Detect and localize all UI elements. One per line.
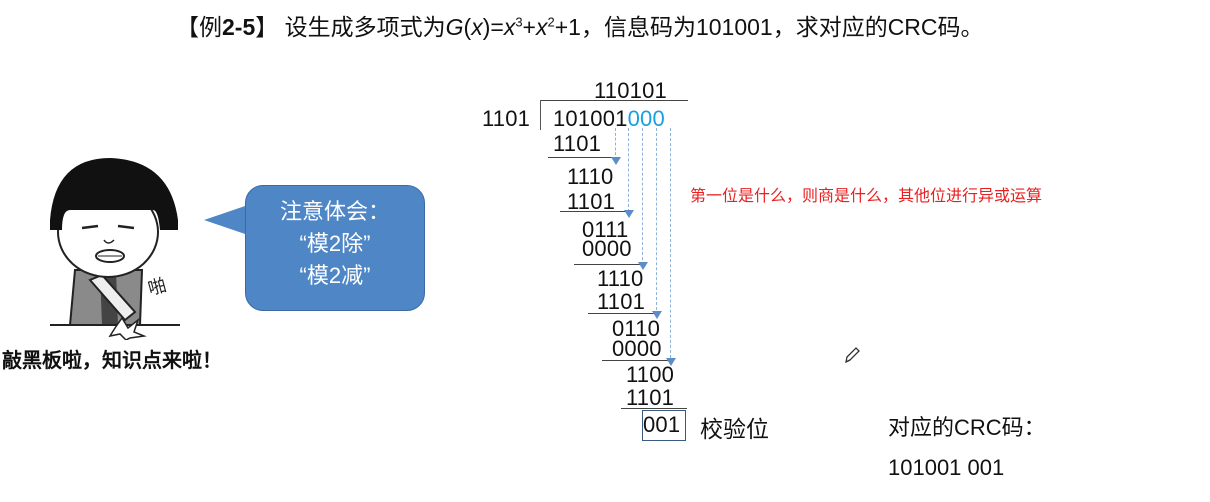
example-prefix: 例 (199, 14, 222, 40)
arrow-down-icon (666, 358, 676, 366)
step4-line (588, 313, 660, 314)
crc-answer-value: 101001 001 (888, 455, 1005, 480)
pencil-cursor-icon (845, 347, 860, 364)
title-text-before: 设生成多项式为 (278, 14, 446, 40)
dividend-message: 101001 (553, 106, 628, 131)
step1-result: 1110 (567, 164, 614, 189)
callout-text: 注意体会： “模2除” “模2减” (245, 196, 425, 292)
step5-result: 1100 (626, 362, 675, 387)
formula-plus: + (522, 14, 536, 40)
callout-line1: 注意体会： (279, 199, 390, 224)
arrow-down-icon (611, 157, 621, 165)
formula-x3: x (503, 14, 516, 40)
step3-subtract: 0000 (582, 236, 632, 261)
bracket-open: 【 (176, 14, 199, 40)
step5-subtract: 0000 (612, 336, 662, 361)
step2-subtract: 1101 (567, 189, 616, 214)
title-text-after: ，信息码为101001，求对应的CRC码。 (580, 14, 984, 40)
meme-character-illustration: 啪 (50, 158, 180, 340)
remainder-label: 校验位 (700, 416, 769, 442)
step2-line (560, 211, 632, 212)
dashed-guide (670, 128, 671, 358)
formula-exp3: 3 (515, 14, 523, 30)
callout-tail (204, 205, 248, 235)
callout-bubble (245, 185, 425, 311)
arrow-down-icon (624, 210, 634, 218)
step6-line (621, 408, 687, 409)
meme-caption: 敲黑板啦，知识点来啦！ (2, 350, 222, 372)
division-bracket (540, 100, 541, 130)
callout-line2: “模2除” (299, 231, 371, 256)
bracket-close: 】 (255, 14, 279, 40)
explanation-note: 第一位是什么，则商是什么，其他位进行异或运算 (690, 188, 1043, 205)
dashed-guide (628, 128, 629, 212)
dashed-guide (642, 128, 643, 260)
step5-line (602, 360, 674, 361)
dashed-guide (615, 128, 616, 160)
arrow-down-icon (638, 262, 648, 270)
step3-result: 1110 (597, 266, 644, 291)
step1-line (548, 157, 618, 158)
formula-x: x (471, 14, 483, 40)
formula-eq: = (490, 14, 504, 40)
step3-line (574, 264, 646, 265)
arrow-down-icon (652, 311, 662, 319)
meme-sound-text: 啪 (146, 275, 169, 300)
formula-g: G (445, 14, 464, 40)
formula-x2: x (535, 14, 548, 40)
crc-answer-label: 对应的CRC码： (888, 415, 1046, 440)
dividend-padding: 000 (627, 106, 665, 131)
callout-line3: “模2减” (299, 263, 371, 288)
slide-title: 【例2-5】 设生成多项式为G(x)=x3+x2+1，信息码为101001，求对… (176, 14, 984, 40)
dividend: 101001000 (553, 108, 665, 130)
step1-subtract: 1101 (553, 131, 602, 156)
example-number: 2-5 (222, 14, 256, 40)
step6-subtract: 1101 (626, 385, 675, 410)
dashed-guide (656, 128, 657, 310)
step4-subtract: 1101 (597, 289, 646, 314)
step4-result: 0110 (612, 316, 661, 341)
formula-exp2: 2 (547, 14, 555, 30)
step2-result: 0111 (582, 217, 629, 242)
division-bar (540, 100, 688, 101)
divisor: 1101 (482, 106, 531, 131)
quotient: 110101 (594, 78, 667, 103)
formula-plus-one: +1 (554, 14, 581, 40)
remainder-box (642, 410, 686, 441)
remainder: 001 (643, 412, 681, 437)
